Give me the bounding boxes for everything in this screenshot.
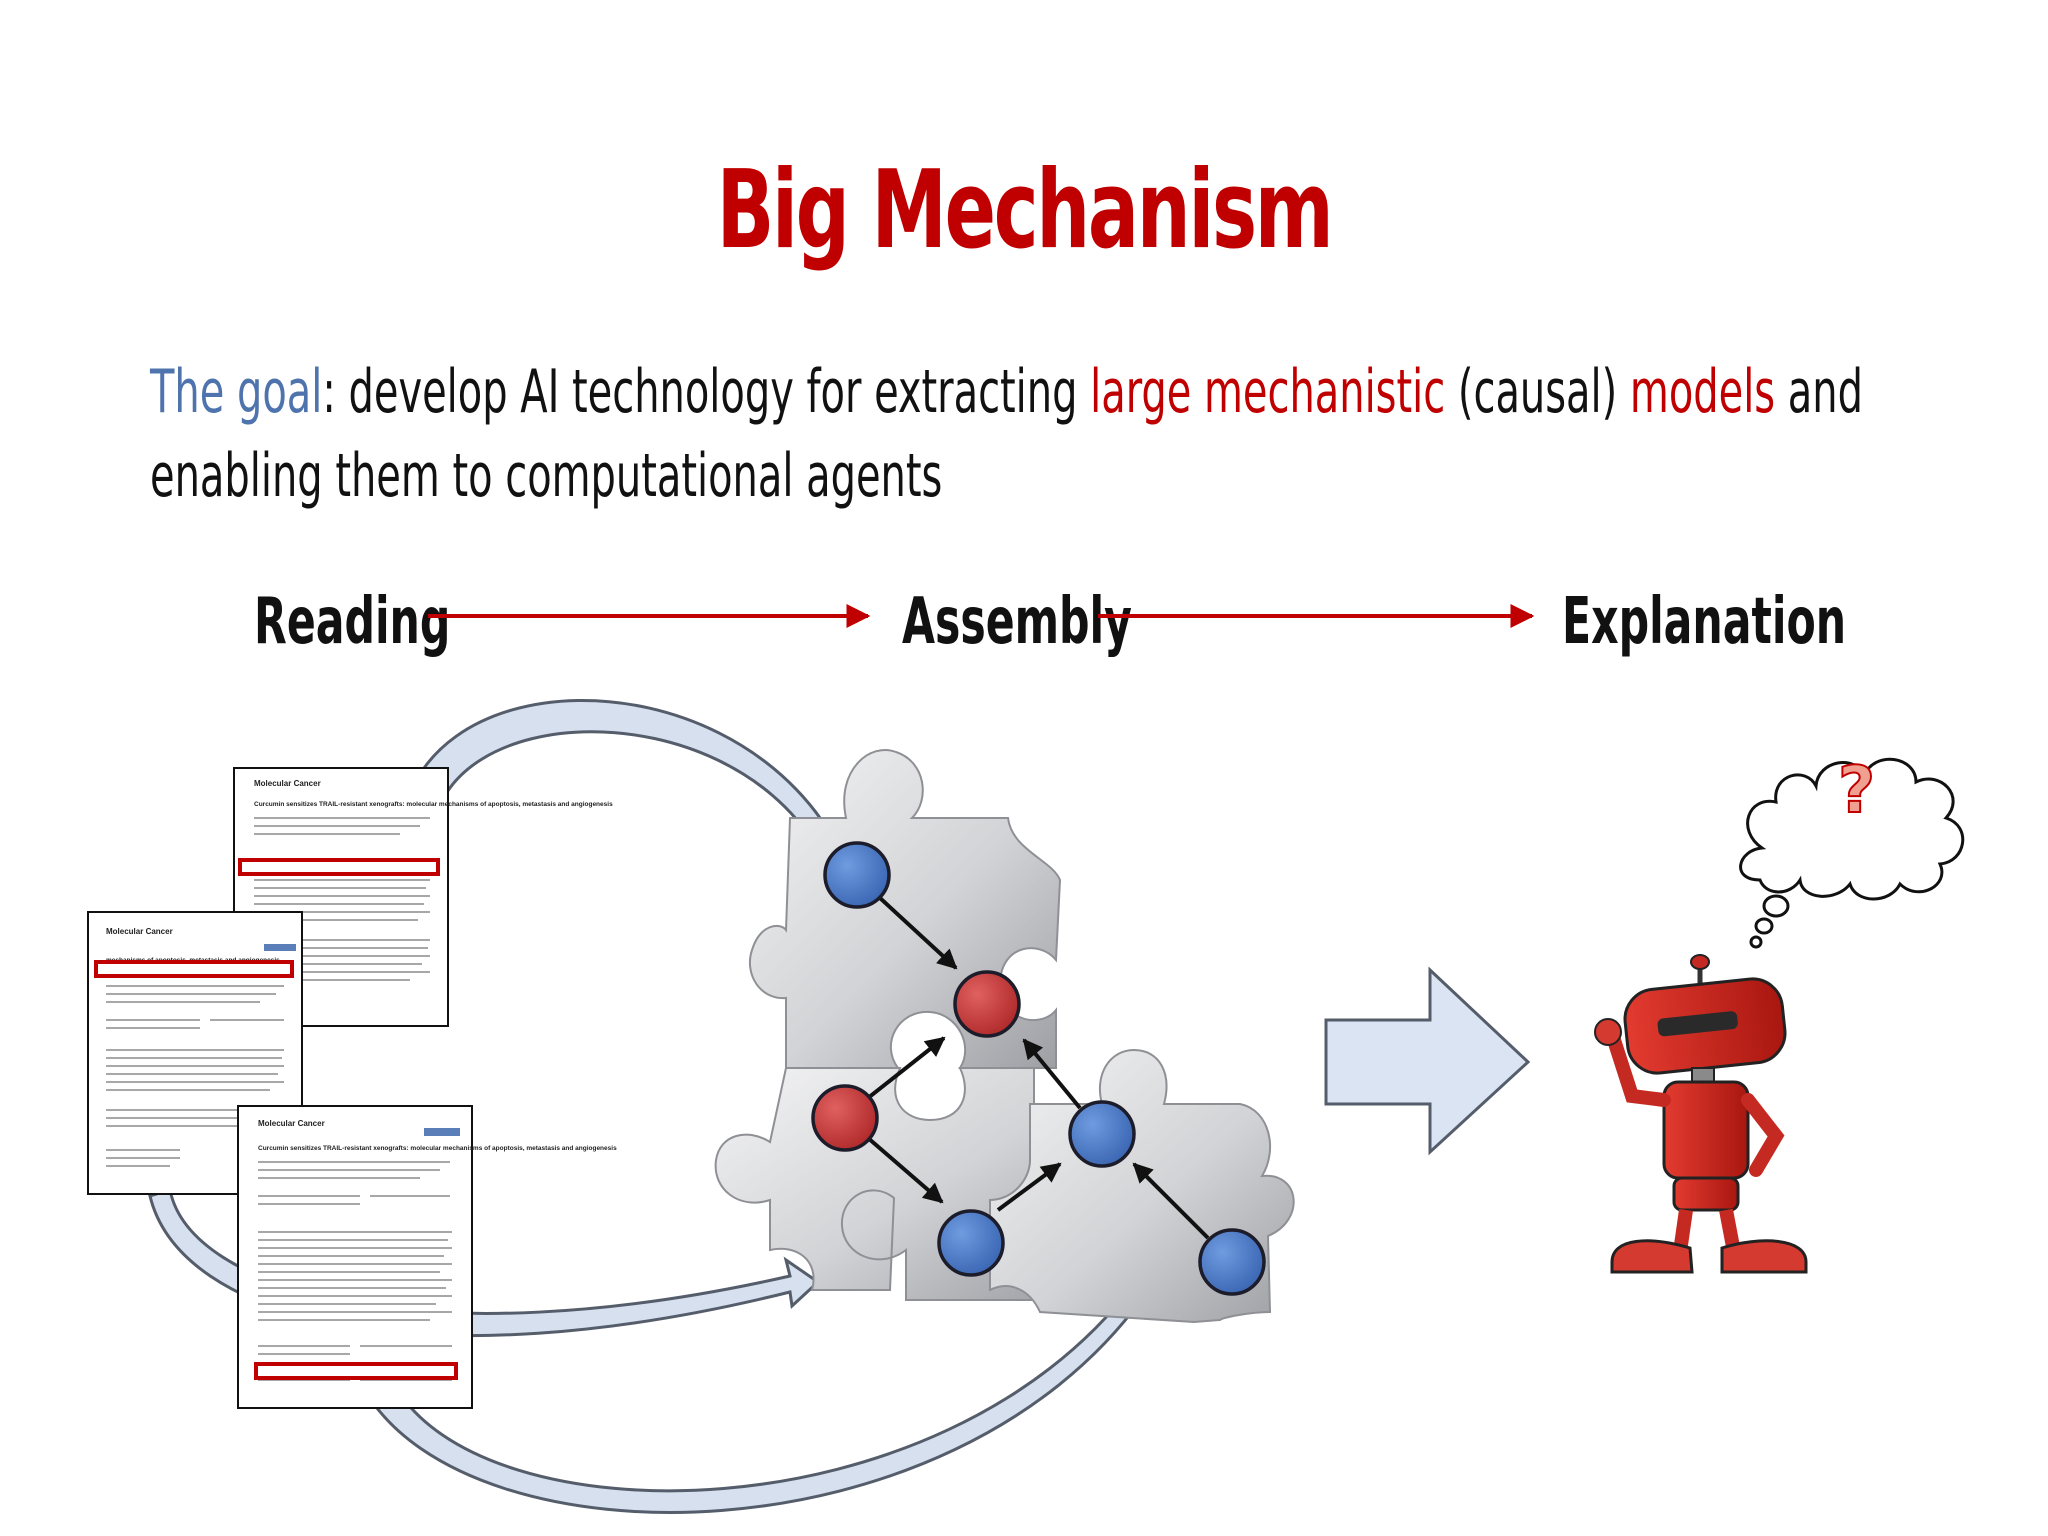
doc-heading: Curcumin sensitizes TRAIL-resistant xeno… [258,1145,617,1152]
stage-explanation: Explanation [1562,585,1847,659]
node-red-left [811,1084,879,1152]
node-blue-right [1068,1100,1136,1168]
robot-illustration [1594,954,1808,1274]
explanation-block-arrow [1324,966,1531,1156]
node-red-center [953,970,1021,1038]
doc-journal: Molecular Cancer [258,1119,325,1128]
goal-lead: The goal [150,357,323,427]
open-access-badge [264,944,296,951]
thought-bubble: ? [1739,753,1965,949]
node-blue-top [823,841,891,909]
slide-title: Big Mechanism [716,148,1334,273]
doc-journal: Molecular Cancer [106,927,173,936]
graph-nodes [811,841,1266,1296]
goal-part1: : develop AI technology for extracting [322,357,1091,427]
doc-heading: Curcumin sensitizes TRAIL-resistant xeno… [254,801,613,808]
doc-journal: Molecular Cancer [254,779,321,788]
goal-part3: and [1775,357,1863,427]
node-blue-bottom [937,1209,1005,1277]
stage-reading: Reading [254,585,451,659]
paper-document-3: Molecular Cancer Curcumin sensitizes TRA… [237,1105,617,1409]
goal-part2: (causal) [1445,357,1630,427]
open-access-badge [424,1128,460,1136]
graph-edges [866,896,1210,1240]
goal-highlight1: large mechanistic [1090,357,1446,427]
node-blue-far-right [1198,1228,1266,1296]
question-mark: ? [1838,754,1875,828]
stage-assembly: Assembly [902,585,1132,659]
goal-statement: The goal: develop AI technology for extr… [150,350,1926,518]
goal-highlight2: models [1629,357,1776,427]
flow-arrow-top [398,699,851,871]
paper-document-2: Molecular Cancer mechanisms of apoptosis… [87,911,303,1195]
goal-line2: enabling them to computational agents [150,441,943,511]
